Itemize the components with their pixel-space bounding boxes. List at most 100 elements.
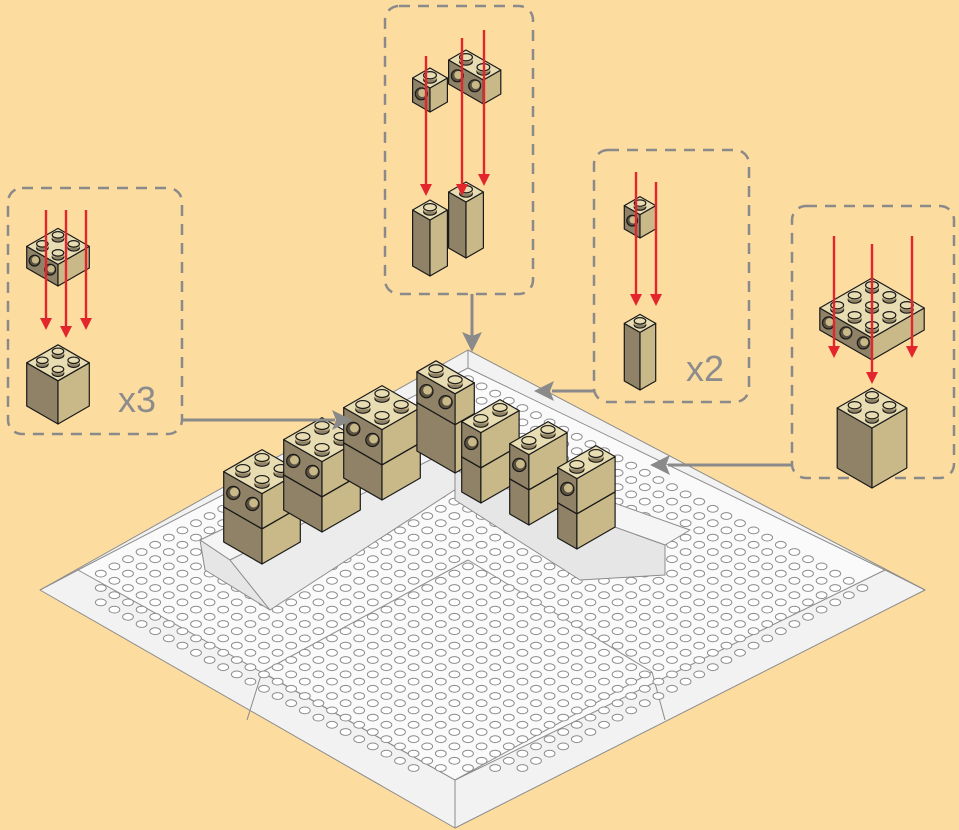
plate-stud	[584, 627, 597, 636]
plate-stud	[611, 670, 624, 679]
plate-stud	[570, 591, 583, 600]
plate-stud	[570, 720, 583, 729]
plate-stud	[149, 598, 162, 607]
plate-stud	[162, 605, 175, 614]
plate-stud	[203, 627, 216, 636]
plate-stud	[815, 562, 828, 571]
plate-stud	[366, 742, 379, 751]
stud-top	[540, 424, 556, 435]
plate-stud	[489, 663, 502, 672]
plate-stud	[407, 663, 420, 672]
plate-stud	[598, 648, 610, 657]
plate-stud	[434, 706, 447, 715]
stud-top	[882, 291, 897, 300]
plate-stud	[421, 598, 434, 607]
plate-stud	[557, 699, 570, 708]
plate-stud	[502, 670, 515, 679]
plate-stud	[734, 620, 746, 628]
plate-stud	[598, 605, 610, 614]
plate-stud	[638, 670, 651, 679]
plate-stud	[557, 627, 570, 636]
plate-stud	[162, 562, 175, 571]
plate-stud	[734, 648, 746, 657]
plate-stud	[353, 677, 366, 686]
plate-stud	[394, 713, 406, 722]
plate-stud	[734, 562, 746, 571]
plate-stud	[666, 627, 678, 636]
plate-stud	[176, 641, 189, 650]
callout-far-right-frame	[790, 204, 956, 480]
plate-stud	[543, 605, 556, 614]
stud-top	[847, 401, 862, 410]
plate-stud	[666, 612, 678, 621]
plate-stud	[176, 555, 189, 564]
plate-stud	[516, 634, 529, 643]
plate-stud	[203, 656, 216, 664]
plate-stud	[475, 584, 488, 592]
plate-stud	[258, 656, 270, 664]
plate-stud	[326, 663, 338, 672]
plate-stud	[271, 620, 284, 628]
plate-stud	[298, 605, 311, 614]
plate-stud	[489, 648, 502, 657]
plate-stud	[679, 519, 692, 528]
plate-stud	[706, 562, 719, 571]
plate-stud	[516, 677, 529, 686]
plate-stud	[394, 641, 406, 650]
plate-stud	[94, 598, 107, 607]
plate-stud	[516, 648, 529, 657]
stud-top	[473, 413, 489, 424]
plate-stud	[666, 684, 678, 693]
plate-stud	[448, 555, 461, 564]
side-stud-face	[842, 328, 851, 337]
plate-stud	[638, 684, 651, 693]
plate-stud	[693, 598, 706, 607]
brick-top-face	[836, 387, 908, 429]
plate-stud	[434, 548, 447, 556]
side-stud-face	[563, 483, 573, 493]
plate-stud	[421, 756, 434, 765]
plate-stud	[448, 756, 461, 765]
plate-stud	[339, 641, 352, 650]
stud-top	[355, 399, 371, 410]
plate-stud	[679, 548, 692, 556]
plate-stud	[285, 684, 298, 693]
plate-stud	[353, 720, 366, 729]
plate-stud	[366, 641, 379, 650]
plate-stud	[394, 699, 406, 708]
plate-stud	[747, 540, 760, 549]
plate-stud	[502, 555, 515, 564]
plate-stud	[244, 663, 257, 672]
plate-stud	[475, 569, 488, 578]
plate-stud	[230, 612, 243, 621]
plate-stud	[666, 656, 678, 664]
stud-top	[423, 202, 438, 212]
plate-stud	[652, 634, 665, 643]
plate-stud	[190, 519, 202, 528]
side-stud-face	[229, 487, 239, 497]
plate-stud	[652, 576, 665, 585]
plate-stud	[625, 706, 638, 715]
plate-stud	[353, 706, 366, 715]
plate-stud	[434, 504, 447, 513]
plate-stud	[666, 569, 678, 578]
brick-top-face	[26, 227, 90, 265]
callout-middle-right-quantity: x2	[686, 348, 724, 389]
plate-stud	[516, 591, 529, 600]
plate-stud	[407, 692, 420, 700]
callout-left: x3	[6, 186, 184, 436]
plate-stud	[271, 663, 284, 672]
stud-top	[864, 411, 879, 420]
plate-stud	[652, 504, 665, 513]
plate-stud	[788, 576, 801, 585]
plate-stud	[543, 663, 556, 672]
plate-stud	[747, 641, 760, 650]
side-stud-face	[289, 455, 299, 465]
plate-stud	[611, 641, 624, 650]
plate-stud	[312, 713, 325, 722]
plate-stud	[666, 670, 678, 679]
plate-stud	[448, 598, 461, 607]
plate-stud	[530, 670, 542, 679]
plate-stud	[203, 598, 216, 607]
